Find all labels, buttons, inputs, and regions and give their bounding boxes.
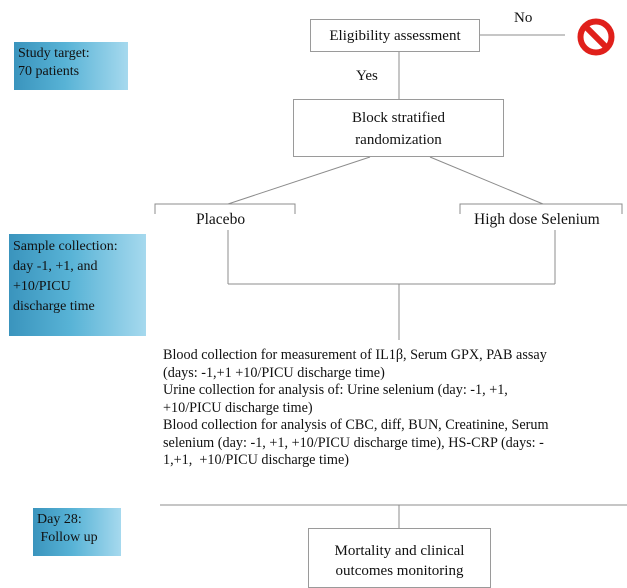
collection-line: +10/PICU discharge time) [163, 399, 313, 416]
day28-line: Follow up [37, 530, 98, 545]
no-label: No [514, 10, 533, 26]
collection-description: Blood collection for measurement of IL1β… [163, 347, 623, 470]
outcome-box: Mortality and clinical outcomes monitori… [308, 528, 491, 588]
yes-label: Yes [356, 68, 378, 84]
sample-collection-line: day -1, +1, and [13, 259, 98, 274]
selenium-bracket [459, 203, 623, 214]
randomization-line: Block stratified [352, 110, 445, 126]
outcome-line: Mortality and clinical [334, 543, 465, 559]
collection-line: selenium (day: -1, +1, +10/PICU discharg… [163, 434, 544, 451]
eligibility-box: Eligibility assessment [310, 19, 480, 52]
eligibility-text: Eligibility assessment [329, 28, 461, 44]
sample-collection-label: Sample collection: day -1, +1, and +10/P… [9, 234, 146, 336]
split-left [227, 156, 371, 205]
outcome-line: outcomes monitoring [335, 563, 464, 579]
selenium-arm: High dose Selenium [474, 211, 600, 228]
sample-collection-line: +10/PICU [13, 279, 71, 294]
collection-line: 1,+1, +10/PICU discharge time) [163, 452, 349, 468]
collection-line: Urine collection for analysis of: Urine … [163, 382, 508, 398]
split-right [429, 156, 544, 205]
study-target-label: Study target: 70 patients [14, 42, 128, 90]
placebo-bracket [154, 203, 296, 214]
randomization-line: randomization [355, 132, 442, 148]
prohibited-icon [577, 18, 615, 56]
day28-line: Day 28: [37, 512, 82, 527]
day28-label: Day 28: Follow up [33, 508, 121, 556]
collection-line: (days: -1,+1 +10/PICU discharge time) [163, 364, 385, 381]
collection-line: Blood collection for analysis of CBC, di… [163, 417, 549, 433]
sample-collection-line: discharge time [13, 299, 95, 314]
randomization-box: Block stratified randomization [293, 99, 504, 157]
collection-line: Blood collection for measurement of IL1β… [163, 347, 547, 363]
sample-collection-line: Sample collection: [13, 239, 118, 254]
placebo-arm: Placebo [196, 211, 246, 228]
study-target-line: Study target: [18, 46, 90, 61]
study-target-line: 70 patients [18, 64, 80, 79]
